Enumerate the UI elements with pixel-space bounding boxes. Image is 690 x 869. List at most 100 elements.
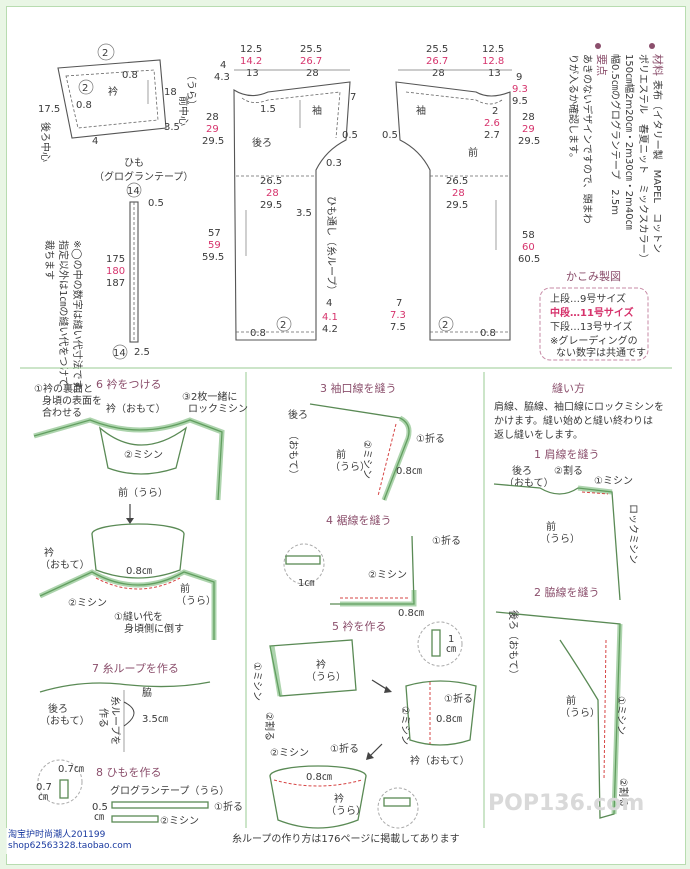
step6-note1c: 合わせる (42, 406, 82, 419)
step6-machine2: ②ミシン (68, 598, 107, 609)
step6-note1b: 身頃の表面を (42, 394, 102, 407)
size-box-top: 上段…9号サイズ (550, 292, 626, 305)
front-hem-0-8: 0.8 (480, 328, 496, 339)
step8-title: 8 ひもを作る (96, 766, 162, 779)
back-right-4-2: 4.2 (322, 324, 338, 335)
collar-pattern: 2 2 衿 0.8 0.8 18 3.5 17.5 4 （うら） 前中心 後ろ中… (38, 43, 197, 162)
step6-title: 6 衿をつける (96, 377, 162, 391)
front-label: 前 (468, 146, 478, 159)
step5-machine3: ②ミシン (270, 748, 309, 759)
size-box-middle: 中段…11号サイズ (550, 306, 634, 319)
step7-dim: 3.5㎝ (142, 714, 168, 725)
collar-dim-3-5: 3.5 (164, 122, 180, 133)
back-left-29: 29 (206, 124, 219, 135)
materials-line-6: あきのないデザインですので、頭まわ (581, 54, 594, 224)
sewing-back: 後ろ (512, 464, 532, 477)
tie-pattern: ひも （グログランテープ） 14 0.5 175 180 187 14 2.5 (94, 157, 193, 360)
step5-machine2: ②ミシン (399, 706, 410, 745)
collar-seam-a: 0.8 (122, 70, 138, 81)
step5-split: ②割る (263, 712, 276, 741)
back-top-26-7: 26.7 (300, 56, 322, 67)
front-top-12-5: 12.5 (482, 44, 504, 55)
step3-front2: （うら） (330, 461, 370, 473)
collar-top-allowance: 2 (102, 48, 108, 59)
front-right-9-3: 9.3 (512, 84, 528, 95)
front-right-60-5: 60.5 (518, 254, 540, 265)
step7-thread-loop: 7 糸ループを作る 脇 後ろ （おもて） 作る 糸ループを 3.5㎝ (39, 662, 211, 752)
step3-front: 前 (336, 448, 346, 461)
sewing-title: 縫い方 (552, 381, 585, 395)
sewing-intro1: 肩線、脇線、袖口線にロックミシンを (494, 400, 664, 413)
step5-collar2: （うら） (306, 671, 346, 683)
step5-d1b: ㎝ (446, 644, 456, 655)
back-right-4-1: 4.1 (322, 312, 338, 323)
front-top-25-5: 25.5 (426, 44, 448, 55)
step7-loop: 糸ループを (109, 696, 121, 745)
step5-machine: ①ミシン (251, 662, 262, 701)
sewing-lock: ロックミシン (627, 504, 639, 564)
step4-hem: 4 裾線を縫う ①折る 1㎝ ②ミシン 0.8㎝ (283, 513, 461, 619)
materials-line-3: 150㎝幅2m20㎝・2m30㎝・2m40㎝ (623, 54, 636, 230)
step5-title: 5 衿を作る (332, 619, 387, 633)
back-right-4: 4 (326, 298, 332, 309)
step6-collar-out2: （おもて） (40, 559, 90, 571)
step8-d05b: ㎝ (94, 812, 104, 823)
front-inner-2-7: 2.7 (484, 130, 500, 141)
back-label: 後ろ (252, 136, 272, 149)
step5-collar3b: （うら） (326, 805, 366, 817)
front-inner-2-6: 2.6 (484, 118, 500, 129)
pop136-logo: POP136.com (488, 791, 644, 816)
collar-loop-label: （うら） (185, 70, 197, 110)
sewing-front3: 前 (566, 694, 576, 707)
front-right-9: 9 (516, 72, 522, 83)
step8-d07b: 0.7 (36, 782, 52, 793)
step6-front2: 前 (180, 582, 190, 595)
materials-heading: 材料 (651, 54, 665, 76)
back-seam-1-5: 1.5 (260, 104, 276, 115)
front-left-7-5: 7.5 (390, 322, 406, 333)
step5-fold2: ①折る (330, 742, 359, 755)
step6-note1a: ①衿の裏面と (34, 382, 93, 395)
front-inner-2: 2 (492, 106, 498, 117)
step8-d07a: 0.7㎝ (58, 764, 84, 775)
step8-d05: 0.5 (92, 802, 108, 813)
collar-dim-17-5: 17.5 (38, 104, 60, 115)
materials-line-4: 幅0.5㎝のグログランテープ 2.5m (609, 54, 622, 215)
front-right-29: 29 (522, 124, 535, 135)
step6-machine: ②ミシン (124, 450, 163, 461)
front-right-29-5: 29.5 (518, 136, 540, 147)
tie-dim-187: 187 (106, 278, 125, 289)
watermark-bg (6, 828, 126, 854)
front-top-12-8: 12.8 (482, 56, 504, 67)
step6-note3b: ロックミシン (188, 403, 248, 415)
sewing-machine: ①ミシン (594, 476, 633, 487)
size-box-title: かこみ製図 (566, 269, 621, 283)
step3-machine: ②ミシン (361, 440, 372, 479)
tie-dim-175: 175 (106, 254, 125, 265)
sewing-intro3: 返し縫いをします。 (494, 428, 583, 441)
back-hem-0-8: 0.8 (250, 328, 266, 339)
step7-back: 後ろ (48, 702, 68, 715)
back-left-57: 57 (208, 228, 221, 239)
allowance-note-2: 指定以外は1㎝の縫い代をつけて (57, 240, 70, 386)
step7-make: 作る (97, 708, 109, 728)
sewing-front2: （うら） (540, 533, 580, 545)
front-right-58: 58 (522, 230, 535, 241)
sewing-front3b: （うら） (560, 707, 600, 719)
size-box-note-1: ※グレーディングの (550, 334, 638, 347)
size-legend-box: かこみ製図 上段…9号サイズ 中段…11号サイズ 下段…13号サイズ ※グレーデ… (539, 269, 649, 361)
tie-dim-0-5: 0.5 (148, 198, 164, 209)
step4-d1: 1㎝ (298, 578, 314, 589)
step8-tape: グログランテープ（うら） (110, 784, 229, 797)
front-left-7-3: 7.3 (390, 310, 406, 321)
back-right-0-3: 0.3 (326, 158, 342, 169)
sewing-step1-title: 1 肩線を縫う (534, 447, 600, 461)
step3-back: 後ろ (288, 408, 308, 421)
step4-title: 4 裾線を縫う (326, 513, 392, 527)
step6-tuck1: ①縫い代を (114, 610, 163, 623)
front-mid-26-5: 26.5 (446, 176, 468, 187)
step5-collar: 衿 (316, 658, 326, 671)
front-right-60: 60 (522, 242, 535, 253)
back-left-59: 59 (208, 240, 221, 251)
